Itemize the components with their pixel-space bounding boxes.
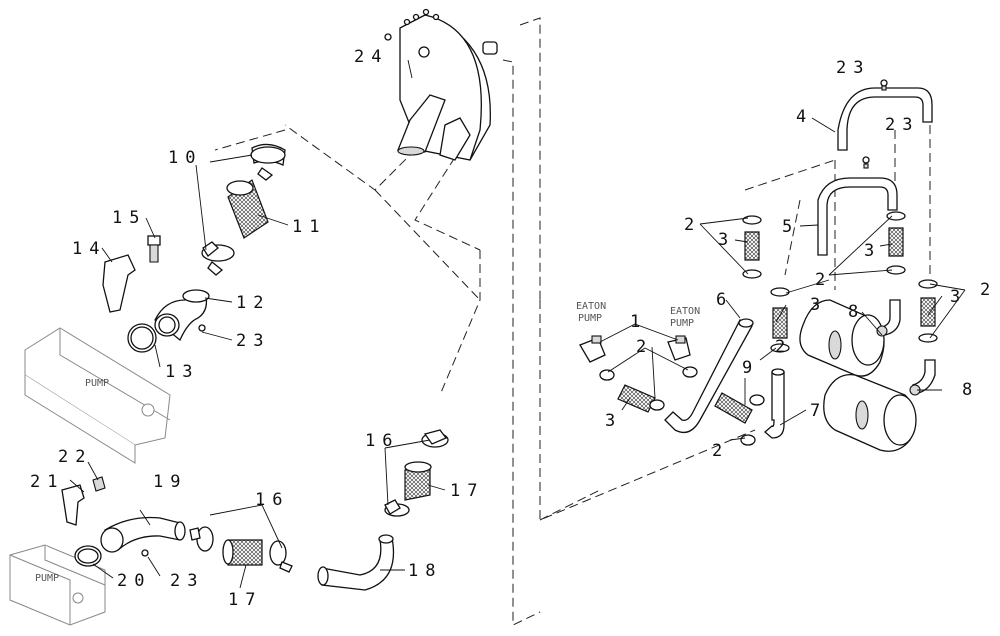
callout-5: 5 <box>782 217 799 237</box>
callout-19: 19 <box>153 472 187 492</box>
fitting-23-lower[interactable] <box>141 549 149 557</box>
elbow-12[interactable] <box>154 289 210 342</box>
bracket-21[interactable] <box>61 484 85 526</box>
clamp-10-upper[interactable] <box>250 143 286 181</box>
bolt-15[interactable] <box>147 235 161 263</box>
callout-23-hose-4: 23 <box>836 58 870 78</box>
callout-17-upper: 17 <box>450 481 484 501</box>
callout-2-b: 2 <box>815 270 832 290</box>
hose-5[interactable] <box>817 177 898 256</box>
o-ring-20[interactable] <box>74 545 102 567</box>
fitting-23-upper[interactable] <box>198 324 206 332</box>
pump-lower-label: PUMP <box>35 573 59 584</box>
callout-6: 6 <box>716 290 733 310</box>
callout-18: 18 <box>408 561 442 581</box>
callout-1: 1 <box>630 312 647 332</box>
callout-17-lower: 17 <box>228 590 262 610</box>
fitting-23-hose-5[interactable] <box>862 156 870 169</box>
clamp-10-lower[interactable] <box>201 241 235 276</box>
clamp-16-upper[interactable] <box>421 429 449 448</box>
callout-11: 11 <box>292 217 326 237</box>
callout-8-upper: 8 <box>848 302 865 322</box>
hose-6[interactable] <box>664 318 754 434</box>
ring-2-group[interactable] <box>599 366 765 446</box>
callout-4: 4 <box>796 107 813 127</box>
eaton-pump-right-line1: EATON <box>670 306 700 317</box>
callout-3-c: 3 <box>810 295 827 315</box>
callout-3-b: 3 <box>864 241 881 261</box>
pipe-18[interactable] <box>317 534 395 591</box>
callout-2-e: 2 <box>775 337 792 357</box>
callout-22: 22 <box>58 447 92 467</box>
filter-lower[interactable] <box>823 374 917 452</box>
sleeve-3-a[interactable] <box>742 215 762 279</box>
mesh-sleeve-17-upper[interactable] <box>404 461 432 501</box>
callout-23-lower: 23 <box>170 571 204 591</box>
hose-4[interactable] <box>837 87 933 151</box>
callout-21: 21 <box>30 472 64 492</box>
callout-14: 14 <box>72 239 106 259</box>
eaton-pump-left-line1: EATON <box>576 301 606 312</box>
mesh-sleeve-17-lower[interactable] <box>222 539 263 566</box>
elbow-8-lower[interactable] <box>909 359 936 396</box>
callout-7: 7 <box>810 401 827 421</box>
pump-upper-phantom: PUMP <box>24 327 171 464</box>
callout-16-upper: 16 <box>365 431 399 451</box>
mesh-sleeve-11[interactable] <box>226 179 269 239</box>
eaton-fitting-1-left[interactable]: EATON PUMP <box>576 301 606 363</box>
eaton-pump-left-line2: PUMP <box>578 313 602 324</box>
callout-24: 24 <box>354 47 388 67</box>
bolt-22[interactable] <box>92 476 106 492</box>
callout-23-upper: 23 <box>236 331 270 351</box>
eaton-pump-right-line2: PUMP <box>670 318 694 329</box>
hose-7[interactable] <box>764 368 785 439</box>
callout-13: 13 <box>165 362 199 382</box>
callout-20: 20 <box>117 571 151 591</box>
eaton-fitting-1-right[interactable]: EATON PUMP <box>667 306 700 361</box>
callout-2-f: 2 <box>712 441 729 461</box>
callout-15: 15 <box>112 208 146 228</box>
clamp-16-lower[interactable] <box>384 499 410 517</box>
pump-upper-label: PUMP <box>85 378 109 389</box>
callout-23-hose-5: 23 <box>885 115 919 135</box>
sleeve-3-e[interactable] <box>617 384 656 413</box>
elbow-8-upper[interactable] <box>876 299 901 337</box>
callout-10: 10 <box>168 148 202 168</box>
callout-8-lower: 8 <box>962 380 979 400</box>
callout-3-d: 3 <box>950 287 967 307</box>
callout-2-a: 2 <box>684 215 701 235</box>
sleeve-9[interactable] <box>714 392 753 424</box>
fitting-23-hose-4[interactable] <box>880 79 888 91</box>
callout-3-e: 3 <box>605 411 622 431</box>
callout-9: 9 <box>742 358 759 378</box>
elbow-19[interactable] <box>100 516 186 553</box>
callout-3-a: 3 <box>718 230 735 250</box>
pump-drive-housing[interactable] <box>384 8 498 161</box>
leader-lines <box>69 59 966 589</box>
callout-2-d: 2 <box>636 337 653 357</box>
bracket-14[interactable] <box>102 254 136 313</box>
sleeve-3-d[interactable] <box>918 279 938 343</box>
callout-12: 12 <box>236 293 270 313</box>
o-ring-13[interactable] <box>127 323 157 353</box>
callout-16-lower: 16 <box>255 490 289 510</box>
sleeve-3-b[interactable] <box>886 211 906 275</box>
callout-numbers: 24 10 11 12 23 13 14 15 16 17 16 17 18 1… <box>30 47 997 610</box>
callout-2-c: 2 <box>980 280 997 300</box>
clamp-16-left[interactable] <box>189 526 214 552</box>
